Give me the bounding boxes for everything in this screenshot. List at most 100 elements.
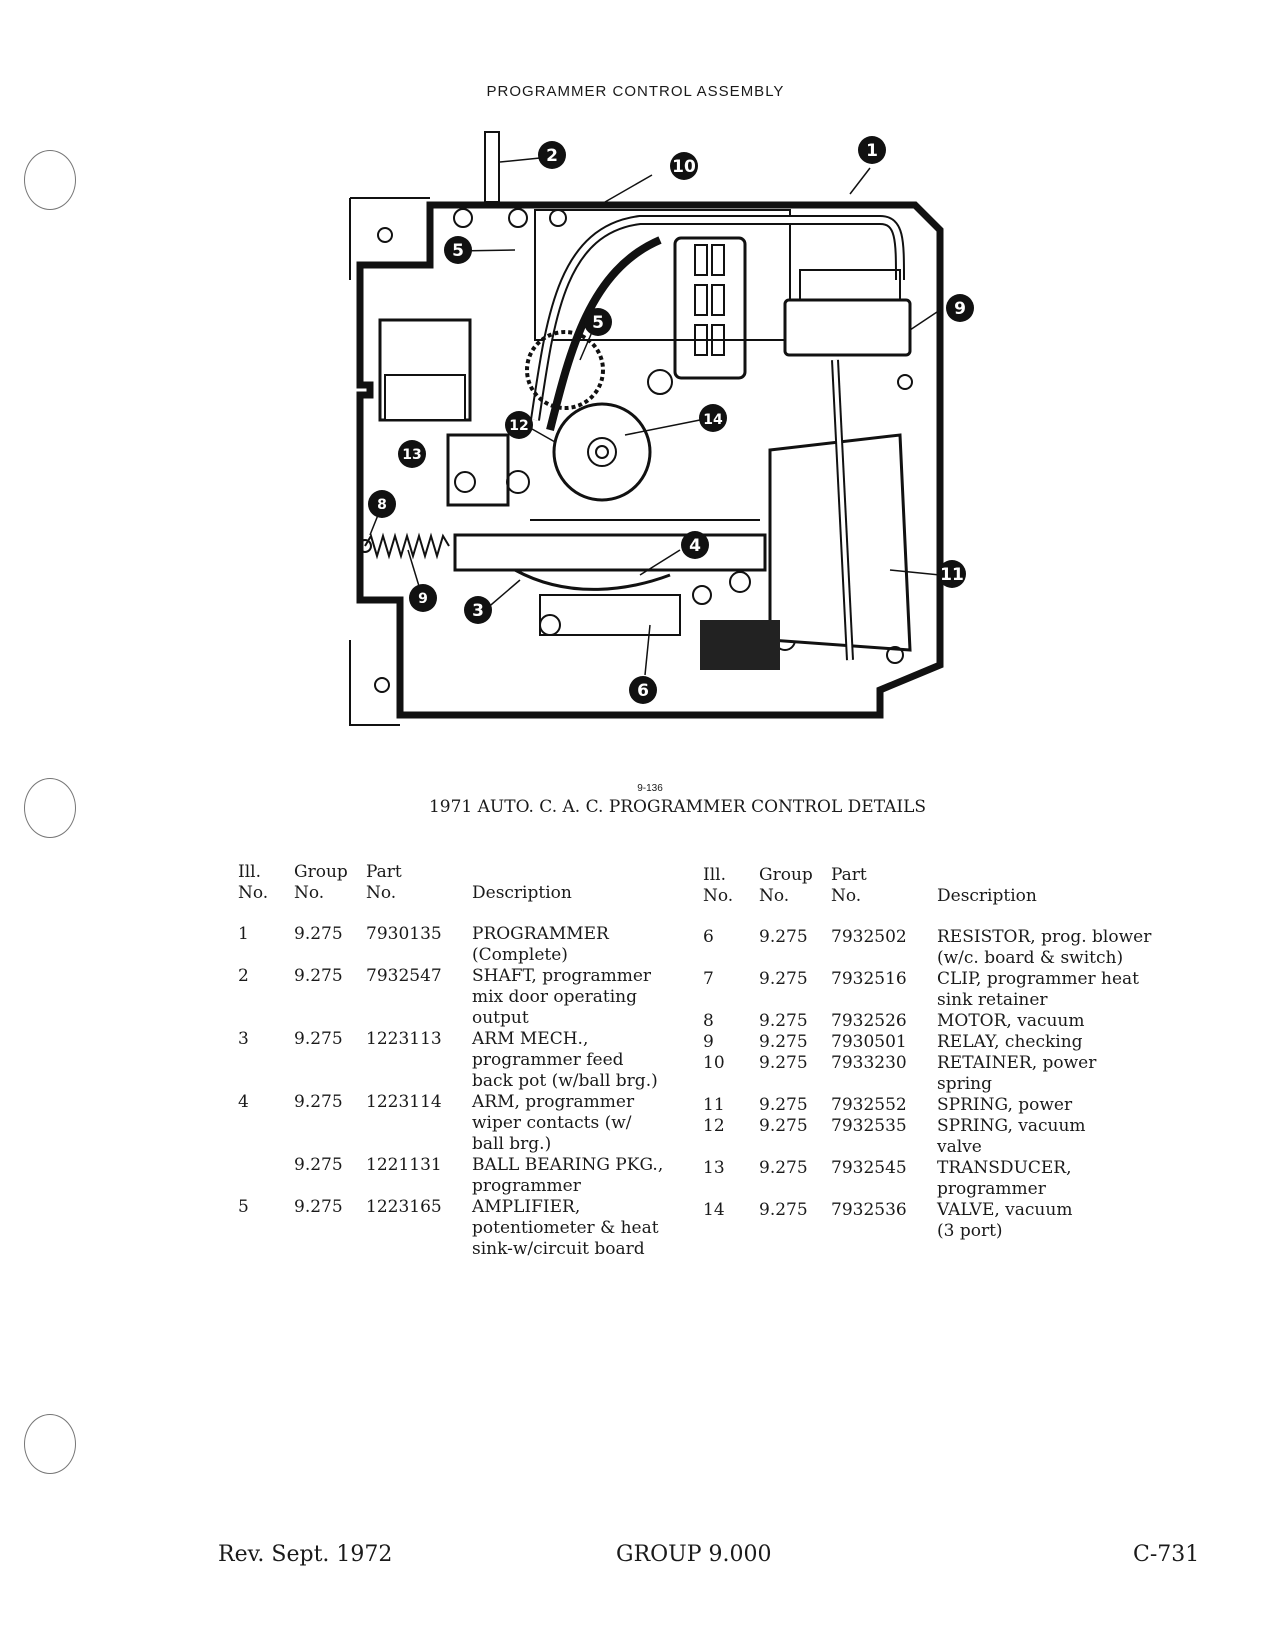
svg-text:6: 6 bbox=[637, 681, 649, 701]
svg-text:9: 9 bbox=[954, 299, 966, 319]
cell-group-no: 9.275 bbox=[294, 924, 343, 944]
vacuum-motor bbox=[768, 433, 912, 652]
description-line: CLIP, programmer heat bbox=[937, 969, 1140, 989]
footer-page-number: C-731 bbox=[1133, 1542, 1200, 1567]
description-line: ball brg.) bbox=[472, 1134, 552, 1154]
callouts: 2 10 1 5 5 9 14 12 13 8 4 11 9 3 6 bbox=[368, 136, 974, 704]
cell-ill-no: 6 bbox=[703, 927, 714, 947]
svg-text:9: 9 bbox=[418, 591, 428, 607]
svg-text:3: 3 bbox=[472, 601, 484, 621]
header-description: Description bbox=[937, 886, 1037, 906]
callout-11: 9 bbox=[409, 584, 437, 612]
svg-text:5: 5 bbox=[592, 313, 604, 333]
description-line: (Complete) bbox=[472, 945, 568, 965]
gear bbox=[525, 330, 605, 410]
description-line: (w/c. board & switch) bbox=[937, 948, 1124, 968]
cell-part-no: 7932536 bbox=[831, 1200, 907, 1220]
description-line: sink retainer bbox=[937, 990, 1048, 1010]
description-line: (3 port) bbox=[937, 1221, 1003, 1241]
callout-5b: 5 bbox=[584, 308, 612, 336]
description-line: ARM MECH., bbox=[472, 1029, 589, 1049]
description-line: SPRING, vacuum bbox=[937, 1116, 1086, 1136]
cell-description: SPRING, power bbox=[937, 1095, 1157, 1116]
cell-group-no: 9.275 bbox=[759, 1116, 808, 1136]
svg-text:5: 5 bbox=[452, 241, 464, 261]
description-line: AMPLIFIER, bbox=[472, 1197, 581, 1217]
callout-3: 3 bbox=[464, 596, 492, 624]
description-line: sink-w/circuit board bbox=[472, 1239, 645, 1259]
cell-description: VALVE, vacuum(3 port) bbox=[937, 1200, 1157, 1242]
description-line: back pot (w/ball brg.) bbox=[472, 1071, 658, 1091]
description-line: valve bbox=[937, 1137, 982, 1157]
cell-description: PROGRAMMER(Complete) bbox=[472, 924, 692, 966]
callout-14: 14 bbox=[699, 404, 727, 432]
description-line: PROGRAMMER bbox=[472, 924, 609, 944]
figure-caption: 1971 AUTO. C. A. C. PROGRAMMER CONTROL D… bbox=[428, 797, 927, 817]
description-line: TRANSDUCER, bbox=[937, 1158, 1072, 1178]
svg-text:8: 8 bbox=[377, 497, 387, 513]
cell-group-no: 9.275 bbox=[294, 1029, 343, 1049]
footer-revision: Rev. Sept. 1972 bbox=[218, 1542, 393, 1567]
svg-text:4: 4 bbox=[689, 536, 701, 556]
cell-ill-no: 14 bbox=[703, 1200, 725, 1220]
cell-ill-no: 3 bbox=[238, 1029, 249, 1049]
left-bracket bbox=[349, 197, 430, 726]
punch-hole-bottom bbox=[24, 1414, 76, 1474]
cell-ill-no: 2 bbox=[238, 966, 249, 986]
cell-part-no: 1223113 bbox=[366, 1029, 442, 1049]
description-line: RELAY, checking bbox=[937, 1032, 1083, 1052]
svg-text:13: 13 bbox=[402, 447, 421, 463]
lower-arm bbox=[514, 568, 671, 591]
cell-part-no: 1223165 bbox=[366, 1197, 442, 1217]
page-header: PROGRAMMER CONTROL ASSEMBLY bbox=[486, 83, 785, 100]
description-line: potentiometer & heat bbox=[472, 1218, 659, 1238]
heat-sink bbox=[673, 236, 747, 380]
cell-part-no: 1221131 bbox=[366, 1155, 442, 1175]
header-ill-no: Ill.No. bbox=[703, 865, 734, 906]
cell-ill-no: 10 bbox=[703, 1053, 725, 1073]
cell-description: BALL BEARING PKG.,programmer bbox=[472, 1155, 692, 1197]
callout-2: 2 bbox=[538, 141, 566, 169]
cell-group-no: 9.275 bbox=[759, 927, 808, 947]
cell-part-no: 7930501 bbox=[831, 1032, 907, 1052]
description-line: spring bbox=[937, 1074, 993, 1094]
cell-group-no: 9.275 bbox=[759, 1095, 808, 1115]
punch-hole-middle bbox=[24, 778, 76, 838]
figure-number: 9-136 bbox=[637, 783, 663, 794]
housing-outline bbox=[356, 201, 944, 719]
description-line: ARM, programmer bbox=[472, 1092, 635, 1112]
cell-group-no: 9.275 bbox=[294, 1092, 343, 1112]
description-line: SHAFT, programmer bbox=[472, 966, 652, 986]
svg-text:10: 10 bbox=[672, 157, 696, 177]
description-line: programmer feed bbox=[472, 1050, 624, 1070]
power-spring bbox=[364, 532, 450, 560]
svg-text:1: 1 bbox=[866, 141, 878, 161]
description-line: BALL BEARING PKG., bbox=[472, 1155, 664, 1175]
cell-group-no: 9.275 bbox=[759, 1032, 808, 1052]
cell-ill-no: 1 bbox=[238, 924, 249, 944]
cell-ill-no: 5 bbox=[238, 1197, 249, 1217]
svg-text:14: 14 bbox=[703, 412, 723, 428]
cell-part-no: 7932526 bbox=[831, 1011, 907, 1031]
